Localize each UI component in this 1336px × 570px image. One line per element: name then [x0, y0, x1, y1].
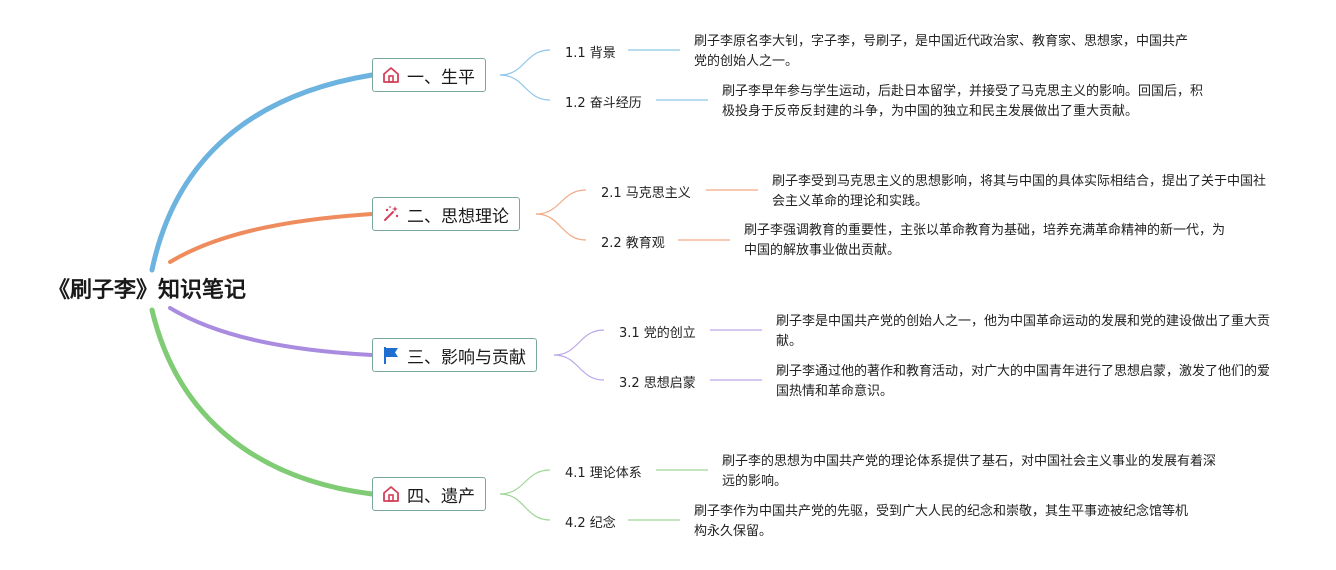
branch-line-4 [149, 307, 375, 497]
sub-line-1-1 [499, 49, 551, 76]
sub-line-4-1 [499, 469, 551, 495]
branch-line-3 [168, 306, 374, 357]
topic-4-label: 四、遗产 [407, 486, 475, 507]
topic-1[interactable]: 一、生平 [372, 58, 486, 92]
detail-3-2[interactable]: 刷子李通过他的著作和教育活动，对广大的中国青年进行了思想启蒙，激发了他们的爱国热… [776, 364, 1271, 399]
detail-1-2[interactable]: 刷子李早年参与学生运动，后赴日本留学，并接受了马克思主义的影响。回国后，积极投身… [722, 84, 1204, 119]
subtopic-2-2[interactable]: 2.2 教育观 [601, 236, 665, 251]
topic-2-label: 二、思想理论 [407, 206, 509, 227]
magic-wand-icon [381, 204, 401, 224]
topic-1-label: 一、生平 [407, 67, 475, 88]
detail-2-2[interactable]: 刷子李强调教育的重要性，主张以革命教育为基础，培养充满革命精神的新一代，为中国的… [744, 223, 1226, 258]
subtopic-4-2[interactable]: 4.2 纪念 [565, 516, 616, 531]
detail-3-1[interactable]: 刷子李是中国共产党的创始人之一，他为中国革命运动的发展和党的建设做出了重大贡献。 [776, 314, 1271, 349]
sub-line-3-1 [553, 329, 605, 356]
subtopic-1-1[interactable]: 1.1 背景 [565, 46, 616, 61]
sub-line-2-1 [535, 189, 587, 215]
topic-3[interactable]: 三、影响与贡献 [372, 338, 537, 372]
detail-2-1[interactable]: 刷子李受到马克思主义的思想影响，将其与中国的具体实际相结合，提出了关于中国社会主… [772, 174, 1267, 209]
branch-line-2 [168, 212, 374, 264]
topic-3-label: 三、影响与贡献 [407, 347, 526, 368]
branch-line-1 [149, 72, 375, 273]
root-topic[interactable]: 《刷子李》知识笔记 [48, 278, 247, 303]
subtopic-3-1[interactable]: 3.1 党的创立 [619, 326, 696, 341]
sub-line-4-2 [499, 493, 551, 521]
detail-4-2[interactable]: 刷子李作为中国共产党的先驱，受到广大人民的纪念和崇敬，其生平事迹被纪念馆等机构永… [694, 504, 1189, 539]
flag-icon [381, 345, 401, 365]
topic-4[interactable]: 四、遗产 [372, 477, 486, 511]
home-icon [381, 65, 401, 85]
topic-2[interactable]: 二、思想理论 [372, 197, 520, 231]
home-icon [381, 484, 401, 504]
sub-line-1-2 [499, 74, 551, 101]
subtopic-1-2[interactable]: 1.2 奋斗经历 [565, 96, 642, 111]
sub-line-3-2 [553, 354, 605, 381]
subtopic-2-1[interactable]: 2.1 马克思主义 [601, 186, 691, 201]
subtopic-3-2[interactable]: 3.2 思想启蒙 [619, 376, 696, 391]
sub-line-2-2 [535, 213, 587, 241]
detail-4-1[interactable]: 刷子李的思想为中国共产党的理论体系提供了基石，对中国社会主义事业的发展有着深远的… [722, 454, 1217, 489]
detail-1-1[interactable]: 刷子李原名李大钊，字子李，号刷子，是中国近代政治家、教育家、思想家，中国共产党的… [694, 34, 1189, 69]
subtopic-4-1[interactable]: 4.1 理论体系 [565, 466, 642, 481]
